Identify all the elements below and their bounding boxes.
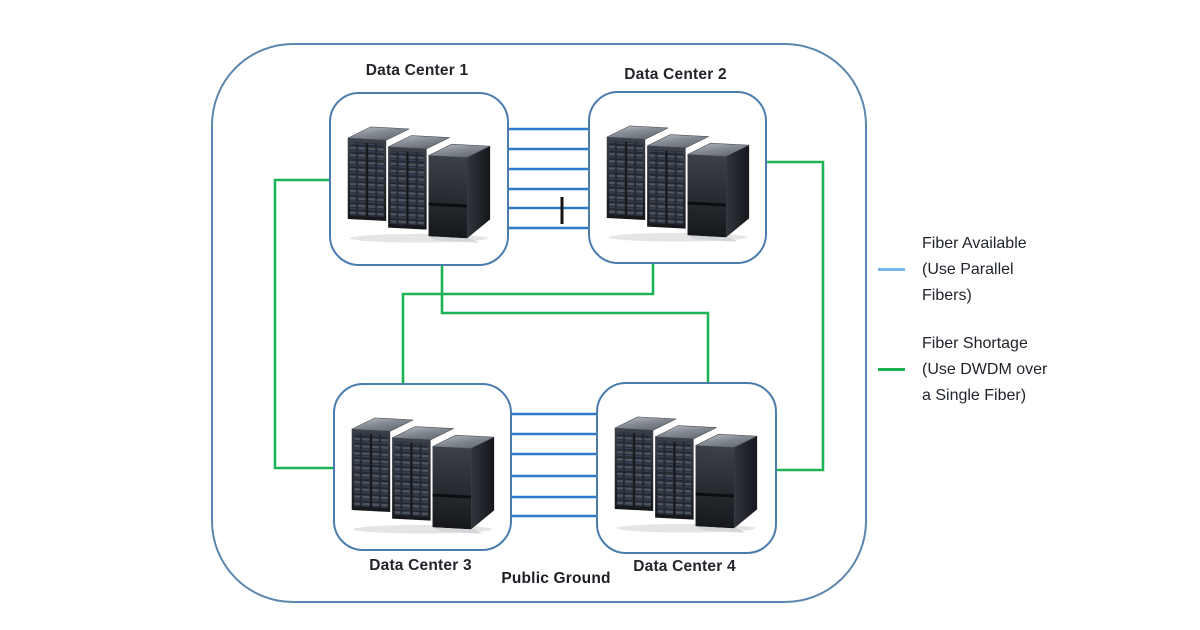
legend-item-fiber-shortage: Fiber Shortage (Use DWDM over a Single F…	[878, 331, 1108, 409]
data-center-1-node	[329, 92, 509, 266]
data-center-2-node	[588, 91, 767, 264]
fiber-available-swatch	[878, 268, 905, 271]
data-center-3-node	[333, 383, 512, 551]
data-center-4-label: Data Center 4	[633, 558, 736, 575]
fiber-shortage-swatch	[878, 368, 905, 371]
legend-line: a Single Fiber)	[922, 387, 1027, 404]
server-racks-illustration	[340, 117, 494, 244]
legend: Fiber Available (Use Parallel Fibers) Fi…	[878, 231, 1108, 409]
legend-line: (Use Parallel	[922, 261, 1014, 278]
server-racks-illustration	[607, 407, 761, 534]
server-racks-illustration	[599, 116, 753, 243]
public-ground-container	[211, 43, 867, 603]
data-center-2-label: Data Center 2	[624, 66, 727, 83]
legend-line: Fiber Shortage	[922, 335, 1028, 352]
legend-line: Fibers)	[922, 287, 972, 304]
data-center-1-label: Data Center 1	[365, 62, 469, 79]
fiber-shortage-text: Fiber Shortage (Use DWDM over a Single F…	[922, 331, 1047, 409]
public-ground-label: Public Ground	[501, 570, 611, 587]
data-center-3-label: Data Center 3	[369, 557, 472, 574]
legend-line: Fiber Available	[922, 235, 1027, 252]
legend-line: (Use DWDM over	[922, 361, 1048, 378]
data-center-4-node	[596, 382, 777, 554]
fiber-available-text: Fiber Available (Use Parallel Fibers)	[922, 231, 1027, 309]
legend-item-fiber-available: Fiber Available (Use Parallel Fibers)	[878, 231, 1108, 309]
server-racks-illustration	[344, 408, 498, 535]
